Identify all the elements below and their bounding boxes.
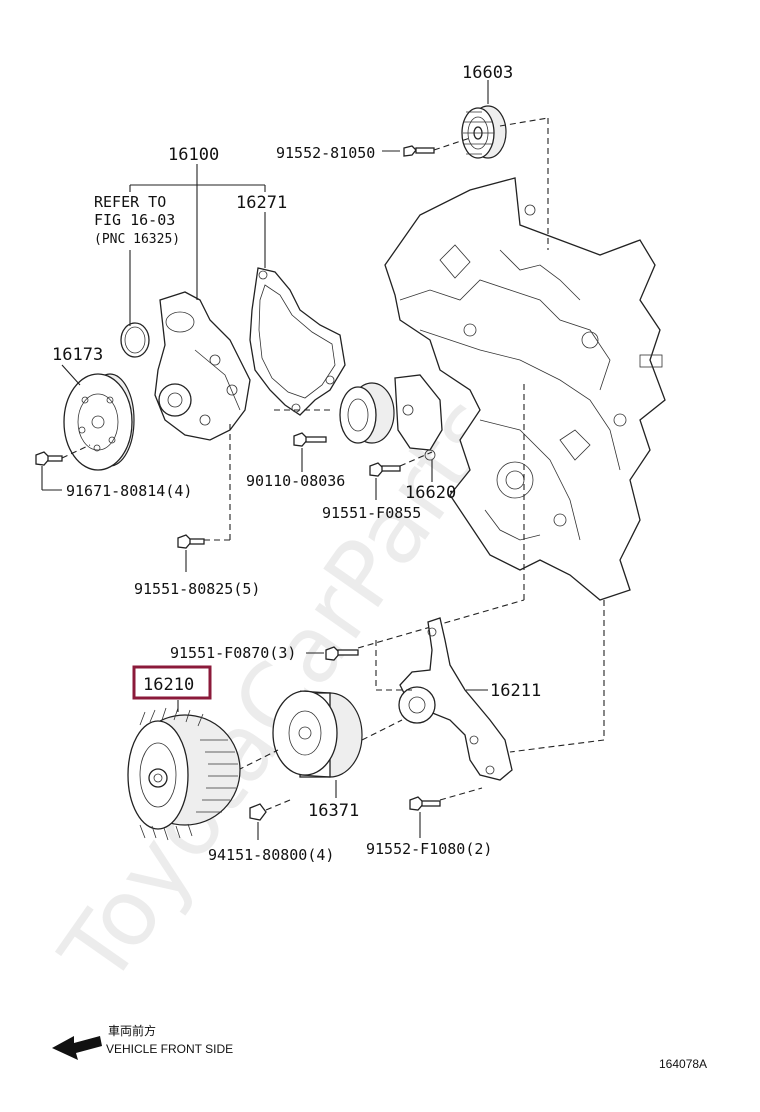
label-16211: 16211 <box>490 681 541 701</box>
direction-label-jp: 車両前方 <box>108 1023 156 1038</box>
label-91671-80814: 91671-80814(4) <box>66 482 192 500</box>
label-16603: 16603 <box>462 63 513 83</box>
bolt-90110 <box>293 432 327 447</box>
fan-pulley-illustration <box>63 373 135 471</box>
label-91552-f1080: 91552-F1080(2) <box>366 840 492 858</box>
highlight-box-16210 <box>132 665 212 700</box>
label-16620: 16620 <box>405 483 456 503</box>
label-91551-f0855: 91551-F0855 <box>322 504 421 522</box>
label-91551-f0870: 91551-F0870(3) <box>170 644 296 662</box>
figure-code: 164078A <box>659 1057 707 1071</box>
label-16100: 16100 <box>168 145 219 165</box>
refer-note-line2: FIG 16-03 <box>94 211 175 229</box>
refer-note-line3: (PNC 16325) <box>94 232 180 247</box>
label-16173: 16173 <box>52 345 103 365</box>
label-91551-80825: 91551-80825(5) <box>134 580 260 598</box>
fan-clutch-illustration <box>127 707 241 841</box>
label-94151-80800: 94151-80800(4) <box>208 846 334 864</box>
bolt-91552-f1080 <box>409 796 441 811</box>
gasket-illustration <box>249 267 346 416</box>
bolt-91551-f0870 <box>325 646 359 661</box>
label-90110-08036: 90110-08036 <box>246 472 345 490</box>
label-16371: 16371 <box>308 801 359 821</box>
water-pump-illustration <box>154 291 251 441</box>
direction-label-en: VEHICLE FRONT SIDE <box>106 1042 233 1056</box>
idler-pulley-illustration <box>461 105 507 159</box>
label-16271: 16271 <box>236 193 287 213</box>
label-16210: 16210 <box>143 675 194 695</box>
bolt-91671 <box>35 451 63 466</box>
label-91552-81050: 91552-81050 <box>276 144 375 162</box>
bolt-91551-f0855 <box>369 462 401 477</box>
tensioner-illustration <box>339 374 443 461</box>
coupling-pulley-illustration <box>272 690 363 778</box>
timing-cover-illustration <box>384 177 666 601</box>
front-direction-arrow <box>52 1036 102 1060</box>
nut-94151 <box>249 803 267 821</box>
o-ring-illustration <box>120 322 150 358</box>
refer-note-line1: REFER TO <box>94 193 166 211</box>
bolt-91552-81050 <box>403 145 435 157</box>
fan-bracket-illustration <box>398 617 513 781</box>
bolt-91551-80825 <box>177 534 205 549</box>
